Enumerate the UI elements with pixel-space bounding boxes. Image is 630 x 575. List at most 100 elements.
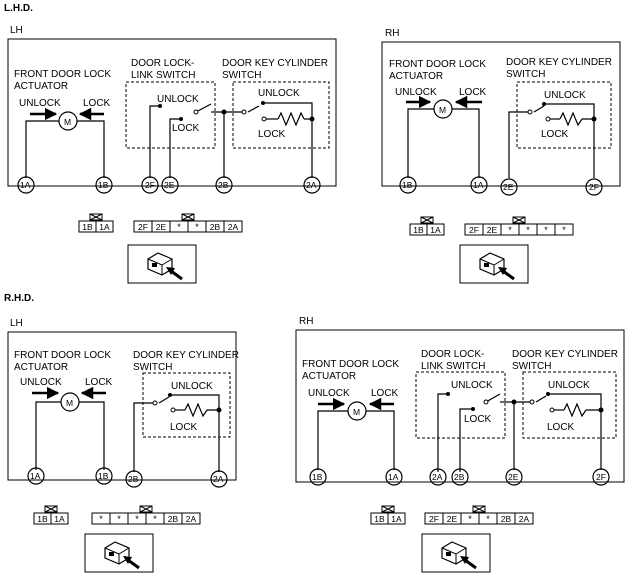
terminal-1a — [17, 176, 35, 194]
lhd-rh-key-lock: LOCK — [541, 129, 569, 140]
terminal-2f-label: 2F — [145, 180, 155, 190]
lhd-lh-wire-2e — [169, 118, 181, 178]
terminal-2f — [141, 176, 159, 194]
connector-pin-label: * — [135, 514, 139, 524]
lhd-lh-key-switch-box — [232, 81, 330, 149]
lhd-rh-terminals: 1B 1A 2E 2F — [399, 176, 603, 196]
terminal-2a-label: 2A — [306, 180, 317, 190]
terminal-2a — [210, 470, 228, 488]
terminal-1a-label: 1A — [473, 180, 484, 190]
terminal-1b-label: 1B — [312, 472, 323, 482]
rhd-rh-key-unlock: UNLOCK — [548, 380, 590, 391]
connector-pin — [181, 512, 201, 525]
lhd-lh-wire-2f — [149, 105, 160, 178]
lhd-rh-wire-1a — [452, 108, 480, 178]
terminal-2b — [451, 468, 469, 486]
connector-pin-label: 2B — [501, 514, 512, 524]
rhd-rh-lock-label: LOCK — [371, 388, 399, 399]
rhd-rh-wire-2f — [586, 409, 602, 470]
rhd-lh-terminals: 1A 1B 2B 2A — [27, 467, 228, 488]
rhd-rh-wire-1a — [366, 410, 395, 470]
connector-pin-label: 2E — [487, 225, 498, 235]
rhd-rh-link-label: DOOR LOCK- — [421, 349, 484, 360]
connector-pin-label: * — [468, 514, 472, 524]
connector-pin — [50, 512, 69, 525]
connector-pin-label: 2E — [447, 514, 458, 524]
connector-pin — [95, 220, 114, 233]
lhd-lh-side-label: LH — [10, 25, 23, 36]
connector-pin-label: 1A — [391, 514, 402, 524]
lhd-rh-key-unlock: UNLOCK — [544, 90, 586, 101]
connector-pin-label: * — [508, 225, 512, 235]
connector-pin — [554, 223, 574, 236]
rhd-rh-link-label-2: LINK SWITCH — [421, 361, 485, 372]
rhd-lh-wire-1b — [79, 401, 105, 470]
rhd-rh-wire-2b — [459, 408, 473, 472]
lhd-lh-motor-letter: M — [64, 117, 71, 127]
rhd-lh-key-unlock: UNLOCK — [171, 381, 213, 392]
connector-pin — [426, 223, 445, 236]
terminal-2b — [125, 470, 143, 488]
lhd-lh-wire-1b — [77, 120, 105, 178]
rhd-rh-actuator-label: FRONT DOOR LOCK — [302, 359, 399, 370]
rhd-lh-unlock-label: UNLOCK — [20, 377, 62, 388]
connector-pin-label: 2A — [186, 514, 197, 524]
rhd-lh-key-switch-box — [142, 372, 231, 438]
connector-lock-icon — [181, 213, 195, 221]
lhd-rh-unlock-label: UNLOCK — [395, 87, 437, 98]
terminal-1b — [309, 468, 327, 486]
rhd-rh-frame — [295, 329, 625, 483]
connector-pin-label: 1B — [37, 514, 48, 524]
connector-pin-label: 2E — [156, 222, 167, 232]
connector-table-rhd_rh_small: 1B 1A — [370, 512, 406, 525]
lhd-rh-wire-2e — [508, 111, 530, 178]
connector-pin-label: * — [486, 514, 490, 524]
connector-pin-label: 1B — [82, 222, 93, 232]
connector-pin-label: 1A — [54, 514, 65, 524]
rhd-lh-wire-1a — [35, 401, 61, 470]
terminal-1b — [95, 467, 113, 485]
terminal-1a-label: 1A — [20, 180, 31, 190]
rhd-lh-wire-2a — [207, 409, 220, 472]
connector-view-icon — [421, 533, 491, 573]
connector-pin-label: * — [117, 514, 121, 524]
lhd-rh-lock-label: LOCK — [459, 87, 487, 98]
connector-lock-icon — [381, 505, 395, 513]
connector-lock-icon — [139, 505, 153, 513]
connector-lock-icon — [512, 216, 526, 224]
lhd-lh-link-lock: LOCK — [172, 123, 200, 134]
rhd-rh-side-label: RH — [299, 316, 313, 327]
lhd-lh-link-unlock: UNLOCK — [157, 94, 199, 105]
connector-pin-label: 2B — [168, 514, 179, 524]
connector-pin-label: 1B — [374, 514, 385, 524]
lhd-rh-wire-1b — [407, 108, 434, 178]
connector-pin-label: 1B — [413, 225, 424, 235]
terminal-1a — [385, 468, 403, 486]
rhd-lh-frame — [7, 331, 237, 481]
lhd-rh-actuator-label: FRONT DOOR LOCK — [389, 59, 486, 70]
resistor-icon — [563, 402, 587, 418]
terminal-2b-label: 2B — [128, 474, 139, 484]
terminal-1b-label: 1B — [402, 180, 413, 190]
terminal-1b — [95, 176, 113, 194]
rhd-rh-wire-1b — [317, 410, 348, 470]
connector-pin-label: * — [526, 225, 530, 235]
rhd-lh-diagram: LH FRONT DOOR LOCK ACTUATOR UNLOCK LOCK … — [7, 318, 239, 481]
terminal-2a-label: 2A — [213, 474, 224, 484]
lhd-rh-side-label: RH — [385, 28, 399, 39]
rhd-rh-link-switch-box — [415, 371, 506, 439]
lhd-lh-link-label: DOOR LOCK- — [131, 58, 194, 69]
connector-pin — [223, 220, 243, 233]
connector-view-icon — [84, 533, 154, 573]
lhd-rh-actuator-label-2: ACTUATOR — [389, 71, 443, 82]
terminal-1b-label: 1B — [98, 180, 109, 190]
rhd-rh-unlock-label: UNLOCK — [308, 388, 350, 399]
connector-lock-icon — [89, 213, 103, 221]
lhd-lh-link-label-2: LINK SWITCH — [131, 70, 195, 81]
connector-pin-label: 2B — [210, 222, 221, 232]
lhd-rh-key-switch-box — [516, 81, 612, 149]
connector-lock-icon — [472, 505, 486, 513]
